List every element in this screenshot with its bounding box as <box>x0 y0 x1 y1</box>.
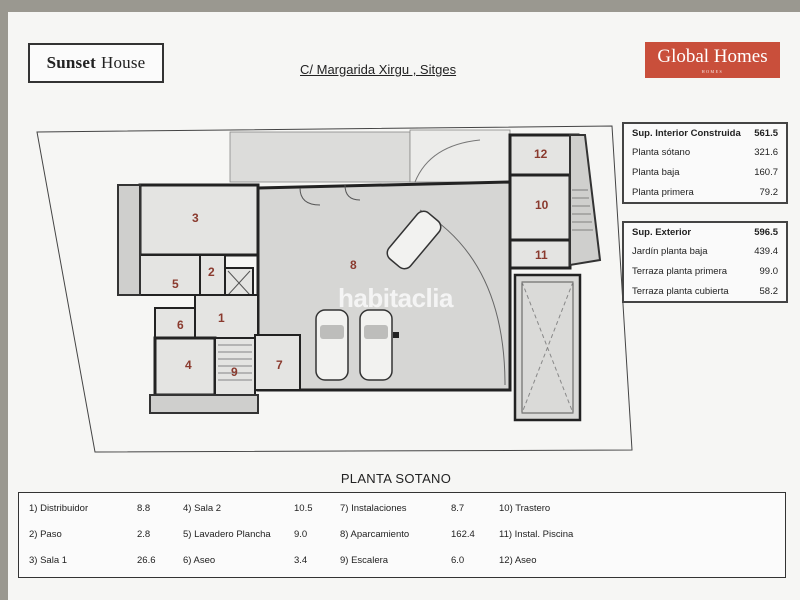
legend-item: 4) Sala 2 <box>183 503 222 514</box>
interior-area-total: 561.5 <box>754 127 778 139</box>
room-number-9: 9 <box>231 365 238 379</box>
row-label: Terraza planta cubierta <box>632 285 729 297</box>
agency-logo-text: Global Homes <box>657 46 768 67</box>
row-label: Terraza planta primera <box>632 265 728 277</box>
brand-name-light: House <box>100 53 146 72</box>
brand-logo: Sunset House <box>28 43 164 83</box>
legend-value: 2.8 <box>137 529 151 540</box>
legend-item: 7) Instalaciones <box>340 503 407 514</box>
legend-value: 3.4 <box>294 555 308 566</box>
exterior-area-table: Sup. Exterior 596.5 Jardín planta baja 4… <box>622 221 788 303</box>
room-number-6: 6 <box>177 318 184 332</box>
row-value: 99.0 <box>759 265 779 277</box>
brand-name-bold: Sunset <box>46 53 96 72</box>
plan-title: PLANTA SOTANO <box>340 471 452 486</box>
room-legend: 1) Distribuidor 8.8 2) Paso 2.8 3) Sala … <box>18 492 786 578</box>
legend-item: 2) Paso <box>29 529 62 540</box>
interior-area-title: Sup. Interior Construida <box>632 127 741 139</box>
legend-value: 10.5 <box>294 503 313 514</box>
exterior-area-title: Sup. Exterior <box>632 226 692 238</box>
agency-logo: Global Homes HOMES <box>645 42 780 78</box>
legend-item: 3) Sala 1 <box>29 555 68 566</box>
room-number-8: 8 <box>350 258 357 272</box>
room-number-10: 10 <box>535 198 549 212</box>
legend-value: 8.8 <box>137 503 151 514</box>
room-number-5: 5 <box>172 277 179 291</box>
legend-item: 8) Aparcamiento <box>340 529 410 540</box>
row-value: 439.4 <box>754 245 778 257</box>
legend-item: 5) Lavadero Plancha <box>183 529 271 540</box>
row-label: Planta baja <box>632 166 680 178</box>
row-label: Planta sótano <box>632 146 691 158</box>
table-row: Planta sótano 321.6 <box>624 142 786 162</box>
legend-item: 10) Trastero <box>499 503 551 514</box>
row-value: 79.2 <box>759 186 779 198</box>
legend-item: 6) Aseo <box>183 555 216 566</box>
row-value: 321.6 <box>754 146 778 158</box>
exterior-area-header: Sup. Exterior 596.5 <box>624 223 786 241</box>
table-row: Planta primera 79.2 <box>624 182 786 202</box>
room-number-7: 7 <box>276 358 283 372</box>
legend-item: 1) Distribuidor <box>29 503 89 514</box>
interior-area-header: Sup. Interior Construida 561.5 <box>624 124 786 142</box>
legend-item: 11) Instal. Piscina <box>499 529 574 540</box>
row-label: Jardín planta baja <box>632 245 708 257</box>
row-value: 160.7 <box>754 166 778 178</box>
interior-area-table: Sup. Interior Construida 561.5 Planta só… <box>622 122 788 204</box>
legend-item: 9) Escalera <box>340 555 389 566</box>
table-row: Terraza planta primera 99.0 <box>624 261 786 281</box>
legend-value: 162.4 <box>451 529 475 540</box>
room-number-12: 12 <box>534 147 548 161</box>
room-number-4: 4 <box>185 358 192 372</box>
row-label: Planta primera <box>632 186 694 198</box>
legend-value: 8.7 <box>451 503 465 514</box>
table-row: Terraza planta cubierta 58.2 <box>624 281 786 301</box>
legend-value: 9.0 <box>294 529 308 540</box>
room-number-11: 11 <box>535 248 548 262</box>
row-value: 58.2 <box>759 285 779 297</box>
property-address: C/ Margarida Xirgu , Sitges <box>300 62 457 77</box>
legend-value: 26.6 <box>137 555 156 566</box>
room-number-3: 3 <box>192 211 199 225</box>
legend-value: 6.0 <box>451 555 465 566</box>
agency-logo-tagline: HOMES <box>701 69 724 74</box>
room-number-1: 1 <box>218 311 225 325</box>
table-row: Jardín planta baja 439.4 <box>624 241 786 261</box>
watermark: habitaclia <box>338 283 453 313</box>
room-number-2: 2 <box>208 265 215 279</box>
table-row: Planta baja 160.7 <box>624 162 786 182</box>
exterior-area-total: 596.5 <box>754 226 778 238</box>
legend-item: 12) Aseo <box>499 555 537 566</box>
